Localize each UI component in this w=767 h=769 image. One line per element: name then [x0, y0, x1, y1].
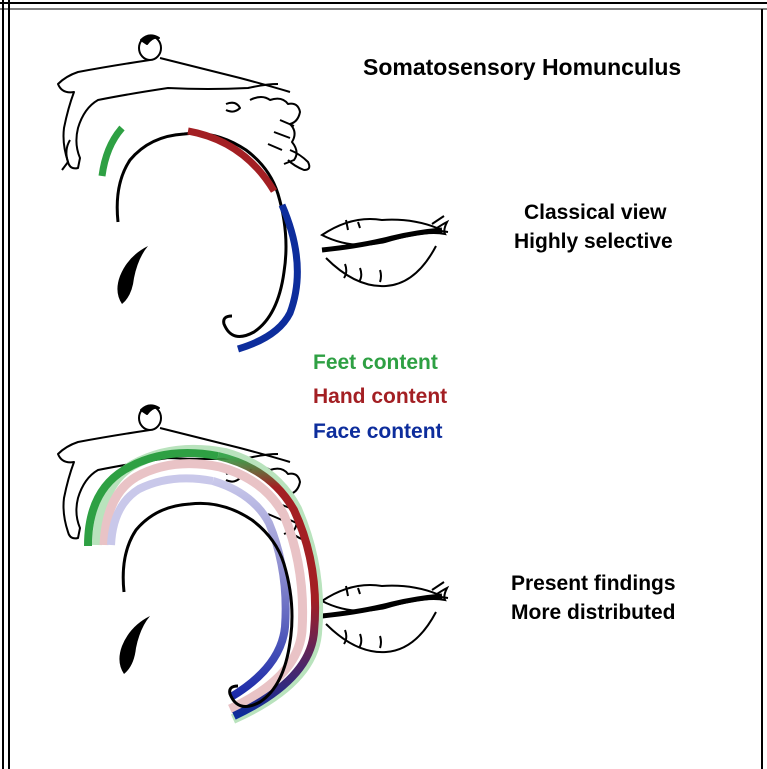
legend-hand: Hand content: [313, 385, 447, 409]
brain-section-top: [102, 128, 297, 349]
diagram-title: Somatosensory Homunculus: [363, 54, 681, 81]
classical-view-label: Classical view: [524, 201, 666, 225]
brain-section-bottom: [88, 450, 318, 719]
classical-view-sublabel: Highly selective: [514, 230, 673, 254]
lips-top: [322, 216, 448, 286]
present-findings-label: Present findings: [511, 572, 676, 596]
homunculus-figure-top: [58, 35, 309, 170]
present-findings-sublabel: More distributed: [511, 601, 676, 625]
lips-bottom: [322, 582, 448, 652]
legend-feet: Feet content: [313, 351, 438, 375]
legend-face: Face content: [313, 420, 443, 444]
